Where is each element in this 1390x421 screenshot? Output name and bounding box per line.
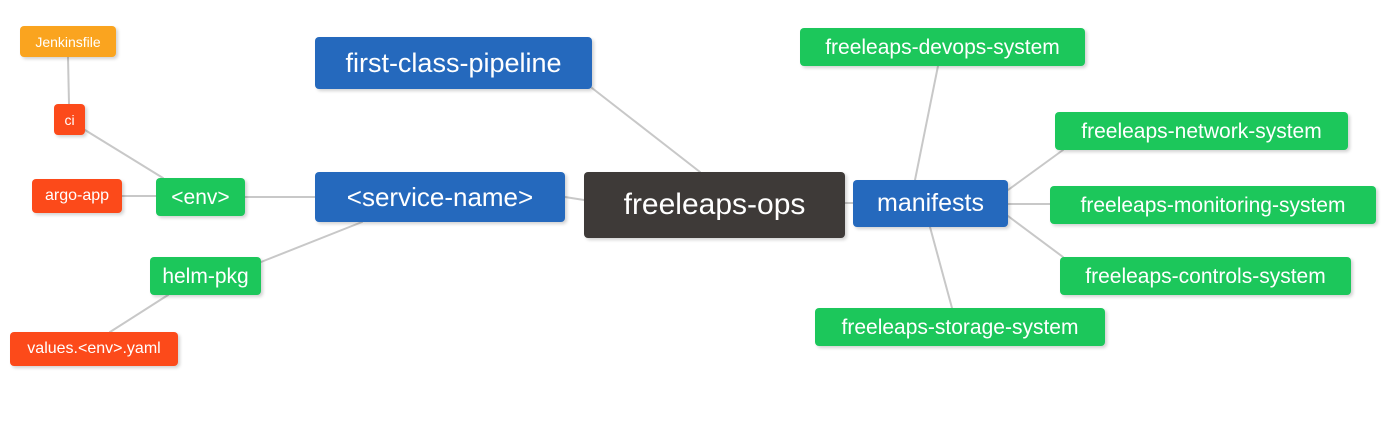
node-label-env: <env> bbox=[171, 185, 230, 209]
node-label-freeleaps-ops: freeleaps-ops bbox=[623, 188, 806, 221]
node-first-class-pipeline[interactable]: first-class-pipeline bbox=[315, 37, 592, 89]
node-label-manifests: manifests bbox=[877, 189, 984, 217]
node-label-freeleaps-devops-system: freeleaps-devops-system bbox=[825, 35, 1060, 59]
node-label-freeleaps-network-system: freeleaps-network-system bbox=[1081, 119, 1322, 143]
node-freeleaps-ops[interactable]: freeleaps-ops bbox=[584, 172, 845, 238]
node-label-freeleaps-monitoring-system: freeleaps-monitoring-system bbox=[1080, 193, 1346, 217]
node-label-helm-pkg: helm-pkg bbox=[162, 264, 249, 288]
node-values-env-yaml[interactable]: values.<env>.yaml bbox=[10, 332, 178, 366]
node-service-name[interactable]: <service-name> bbox=[315, 172, 565, 222]
node-freeleaps-controls-system[interactable]: freeleaps-controls-system bbox=[1060, 257, 1351, 295]
edge-freeleaps-storage-system-to-manifests bbox=[929, 226, 953, 309]
node-helm-pkg[interactable]: helm-pkg bbox=[150, 257, 261, 295]
edge-first-class-pipeline-to-freeleaps-ops bbox=[591, 87, 701, 173]
node-label-service-name: <service-name> bbox=[346, 182, 534, 212]
node-label-jenkinsfile: Jenkinsfile bbox=[35, 33, 101, 50]
node-label-freeleaps-storage-system: freeleaps-storage-system bbox=[841, 315, 1079, 339]
node-label-values-env-yaml: values.<env>.yaml bbox=[27, 340, 161, 357]
node-label-argo-app: argo-app bbox=[44, 187, 110, 204]
edge-freeleaps-network-system-to-manifests bbox=[1007, 149, 1064, 191]
edge-ci-to-env bbox=[84, 129, 164, 179]
node-manifests[interactable]: manifests bbox=[853, 180, 1008, 227]
node-ci[interactable]: ci bbox=[54, 104, 85, 135]
node-env[interactable]: <env> bbox=[156, 178, 245, 216]
edge-jenkinsfile-to-ci bbox=[67, 56, 70, 105]
node-label-first-class-pipeline: first-class-pipeline bbox=[345, 47, 562, 78]
edge-freeleaps-devops-system-to-manifests bbox=[914, 65, 939, 181]
node-jenkinsfile[interactable]: Jenkinsfile bbox=[20, 26, 116, 57]
node-freeleaps-network-system[interactable]: freeleaps-network-system bbox=[1055, 112, 1348, 150]
node-freeleaps-storage-system[interactable]: freeleaps-storage-system bbox=[815, 308, 1105, 346]
node-label-freeleaps-controls-system: freeleaps-controls-system bbox=[1085, 264, 1326, 288]
edge-service-name-to-freeleaps-ops bbox=[564, 196, 585, 201]
node-label-ci: ci bbox=[64, 111, 75, 128]
edge-service-name-to-helm-pkg bbox=[260, 221, 363, 263]
node-freeleaps-devops-system[interactable]: freeleaps-devops-system bbox=[800, 28, 1085, 66]
edge-helm-pkg-to-values-env-yaml bbox=[109, 294, 169, 333]
node-freeleaps-monitoring-system[interactable]: freeleaps-monitoring-system bbox=[1050, 186, 1376, 224]
node-argo-app[interactable]: argo-app bbox=[32, 179, 122, 213]
